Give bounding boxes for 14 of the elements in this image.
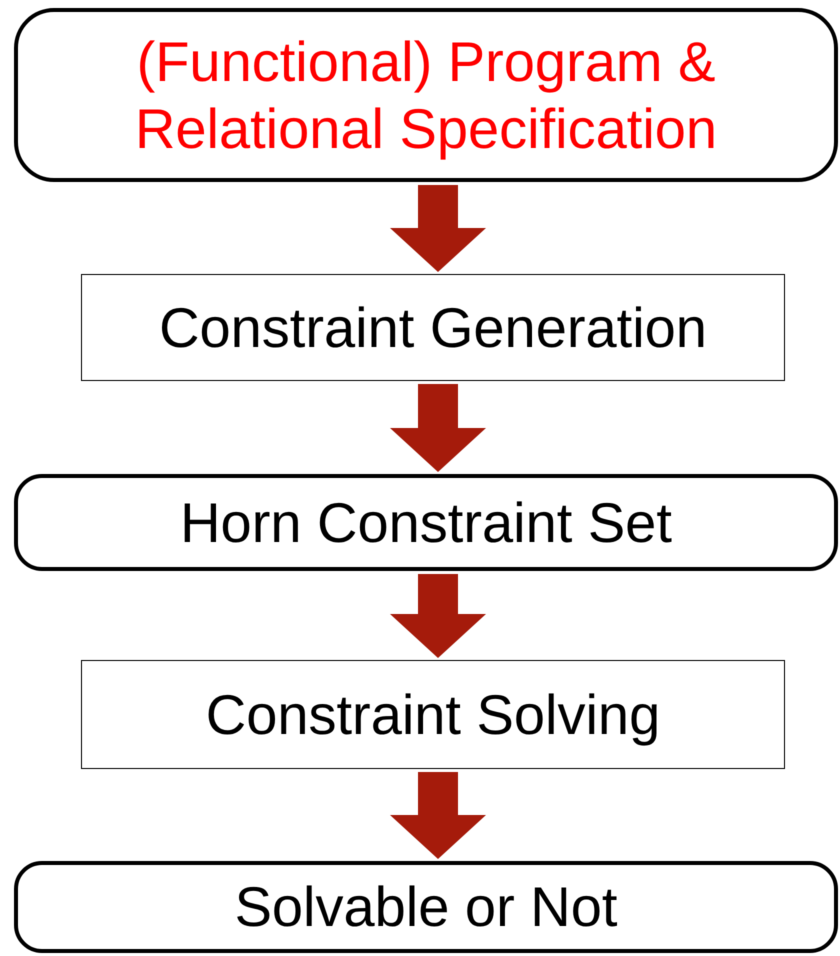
process-box bbox=[81, 274, 785, 381]
node-label: (Functional) Program & Relational Specification bbox=[134, 28, 718, 162]
rounded-box bbox=[14, 474, 838, 571]
node-label: Constraint Generation bbox=[159, 294, 707, 361]
node-label: Constraint Solving bbox=[206, 682, 660, 748]
node-label: Horn Constraint Set bbox=[180, 490, 672, 556]
block-arrow bbox=[390, 574, 486, 658]
block-arrow bbox=[390, 384, 486, 472]
rounded-box bbox=[14, 861, 838, 953]
process-box bbox=[81, 660, 785, 769]
rounded-box bbox=[14, 8, 838, 182]
block-arrow bbox=[390, 772, 486, 859]
block-arrow bbox=[390, 185, 486, 272]
node-label: Solvable or Not bbox=[234, 874, 618, 940]
